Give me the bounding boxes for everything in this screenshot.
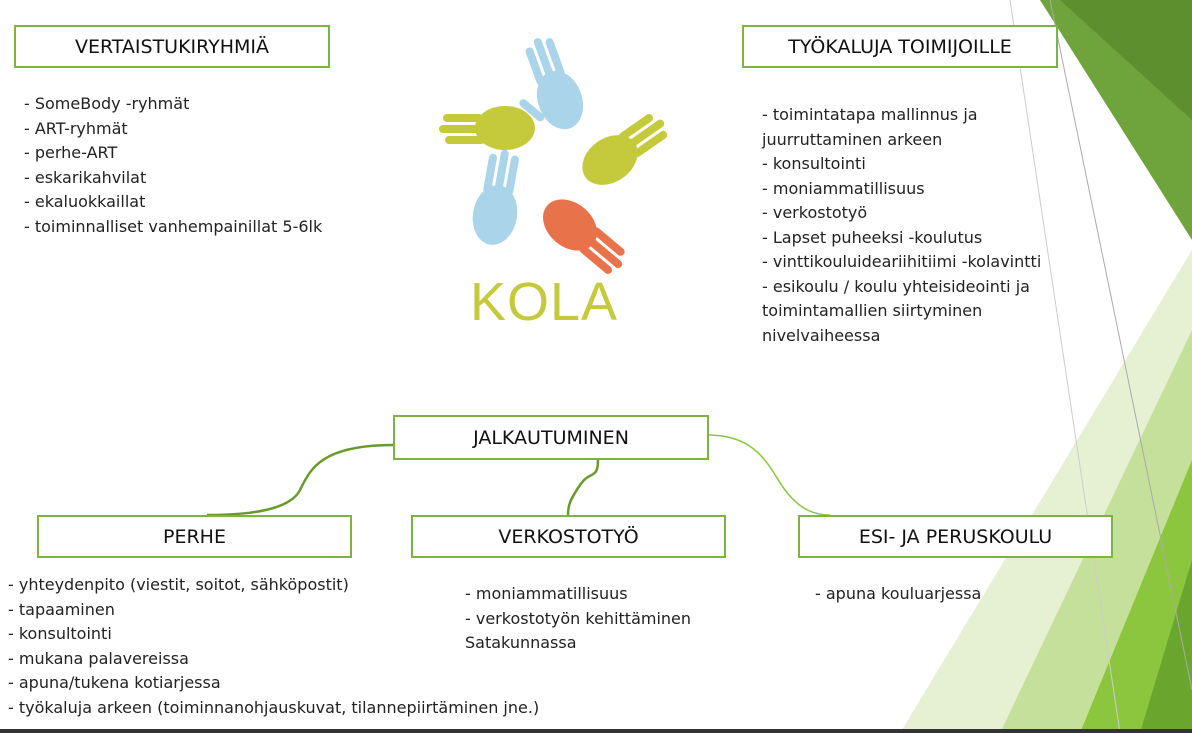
deco-triangle-top-dark	[1060, 0, 1192, 120]
list-item: - yhteydenpito (viestit, soitot, sähköpo…	[8, 575, 349, 594]
list-item: - esikoulu / koulu yhteisideointi ja toi…	[762, 276, 1030, 345]
list-item: - mukana palavereissa	[8, 648, 189, 668]
connector-verkostotyo	[566, 459, 600, 516]
list-item: - Lapset puheeksi -koulutus	[762, 227, 983, 247]
vertaistukiryhmia-heading: VERTAISTUKIRYHMIÄ	[14, 25, 330, 68]
list-item: - konsultointi	[8, 624, 112, 643]
list-item: - apuna/tukena kotiarjessa	[8, 673, 221, 692]
perhe-heading: PERHE	[37, 515, 352, 558]
list-item: - moniammatillisuus	[465, 584, 628, 603]
tyokaluja-list: - toimintatapa mallinnus ja juurruttamin…	[762, 103, 1102, 348]
list-item: - ekaluokkaillat	[24, 192, 146, 211]
bottom-border	[0, 729, 1192, 733]
list-item: - toimintatapa mallinnus ja juurruttamin…	[762, 105, 978, 149]
connector-esikoulu	[707, 434, 831, 516]
kola-hands-logo	[439, 38, 668, 274]
deco-line	[1049, 0, 1192, 691]
kola-logo-text: KOLA	[470, 272, 619, 332]
list-item: - apuna kouluarjessa	[815, 584, 982, 603]
perhe-list: - yhteydenpito (viestit, soitot, sähköpo…	[8, 573, 539, 720]
deco-line	[1009, 0, 1121, 733]
list-item: - eskarikahvilat	[24, 167, 147, 187]
list-item: - tapaaminen	[8, 599, 115, 619]
list-item: - työkaluja arkeen (toiminnanohjauskuvat…	[8, 697, 540, 717]
jalkautuminen-heading: JALKAUTUMINEN	[393, 415, 709, 460]
verkostotyo-heading: VERKOSTOTYÖ	[411, 515, 726, 558]
list-item: - verkostotyön kehittäminen Satakunnassa	[465, 608, 692, 653]
vertaistukiryhmia-list: - SomeBody -ryhmät - ART-ryhmät - perhe-…	[24, 92, 334, 239]
list-item: - ART-ryhmät	[24, 118, 128, 138]
esi-ja-peruskoulu-list: - apuna kouluarjessa	[815, 582, 981, 607]
list-item: - perhe-ART	[24, 143, 118, 162]
list-item: - verkostotyö	[762, 203, 868, 222]
list-item: - toiminnalliset vanhempainillat 5-6lk	[24, 216, 323, 236]
connector-perhe	[206, 443, 394, 517]
list-item: - vinttikouluideariihitiimi -kolavintti	[762, 252, 1042, 271]
tyokaluja-heading: TYÖKALUJA TOIMIJOILLE	[742, 25, 1058, 68]
list-item: - moniammatillisuus	[762, 178, 925, 198]
list-item: - SomeBody -ryhmät	[24, 94, 190, 113]
deco-triangle-dark	[1140, 560, 1192, 733]
list-item: - konsultointi	[762, 154, 866, 173]
verkostotyo-list: - moniammatillisuus - verkostotyön kehit…	[465, 582, 735, 656]
esi-ja-peruskoulu-heading: ESI- JA PERUSKOULU	[798, 515, 1113, 558]
